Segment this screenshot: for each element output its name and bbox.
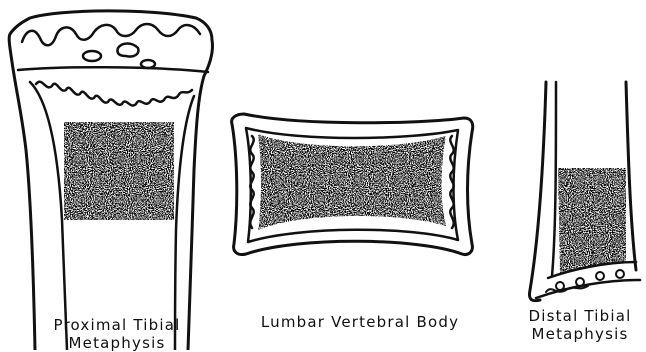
proximal-tibia-cavity-2 [117,44,138,57]
vertebral-body-drawing [232,114,473,255]
caption-proximal-line-2: Metaphysis [22,334,212,352]
distal-tibia-left-cortex [552,82,556,276]
caption-distal-line-1: Distal Tibial [516,307,644,325]
distal-tibia-epiphysis-wave [546,286,588,292]
proximal-tibia-cap-line [18,67,208,72]
distal-tibia-right-outer [626,82,636,270]
caption-distal-tibial-metaphysis: Distal Tibial Metaphysis [516,307,644,343]
proximal-tibia-cavity-1 [83,51,101,61]
vertebral-body-stippled-region [258,134,446,230]
proximal-tibia-stippled-region [64,122,174,220]
distal-tibia-stippled-region [558,168,626,274]
distal-tibia-nodule-4 [616,270,624,278]
distal-tibia-nodule-1 [556,282,564,290]
caption-lumbar-line-1: Lumbar Vertebral Body [240,313,480,331]
distal-tibia-nodule-3 [596,272,604,280]
caption-proximal-line-1: Proximal Tibial [22,316,212,334]
caption-distal-line-2: Metaphysis [516,325,644,343]
proximal-tibia-epiphysis-wave [22,24,200,45]
caption-lumbar-vertebral-body: Lumbar Vertebral Body [240,313,480,331]
caption-proximal-tibial-metaphysis: Proximal Tibial Metaphysis [22,316,212,352]
proximal-tibia-growth-plate [36,82,192,106]
proximal-tibia-drawing [9,11,212,350]
proximal-tibia-cavity-3 [141,60,155,68]
distal-tibia-left-outer [529,82,546,301]
distal-tibia-drawing [529,82,640,301]
